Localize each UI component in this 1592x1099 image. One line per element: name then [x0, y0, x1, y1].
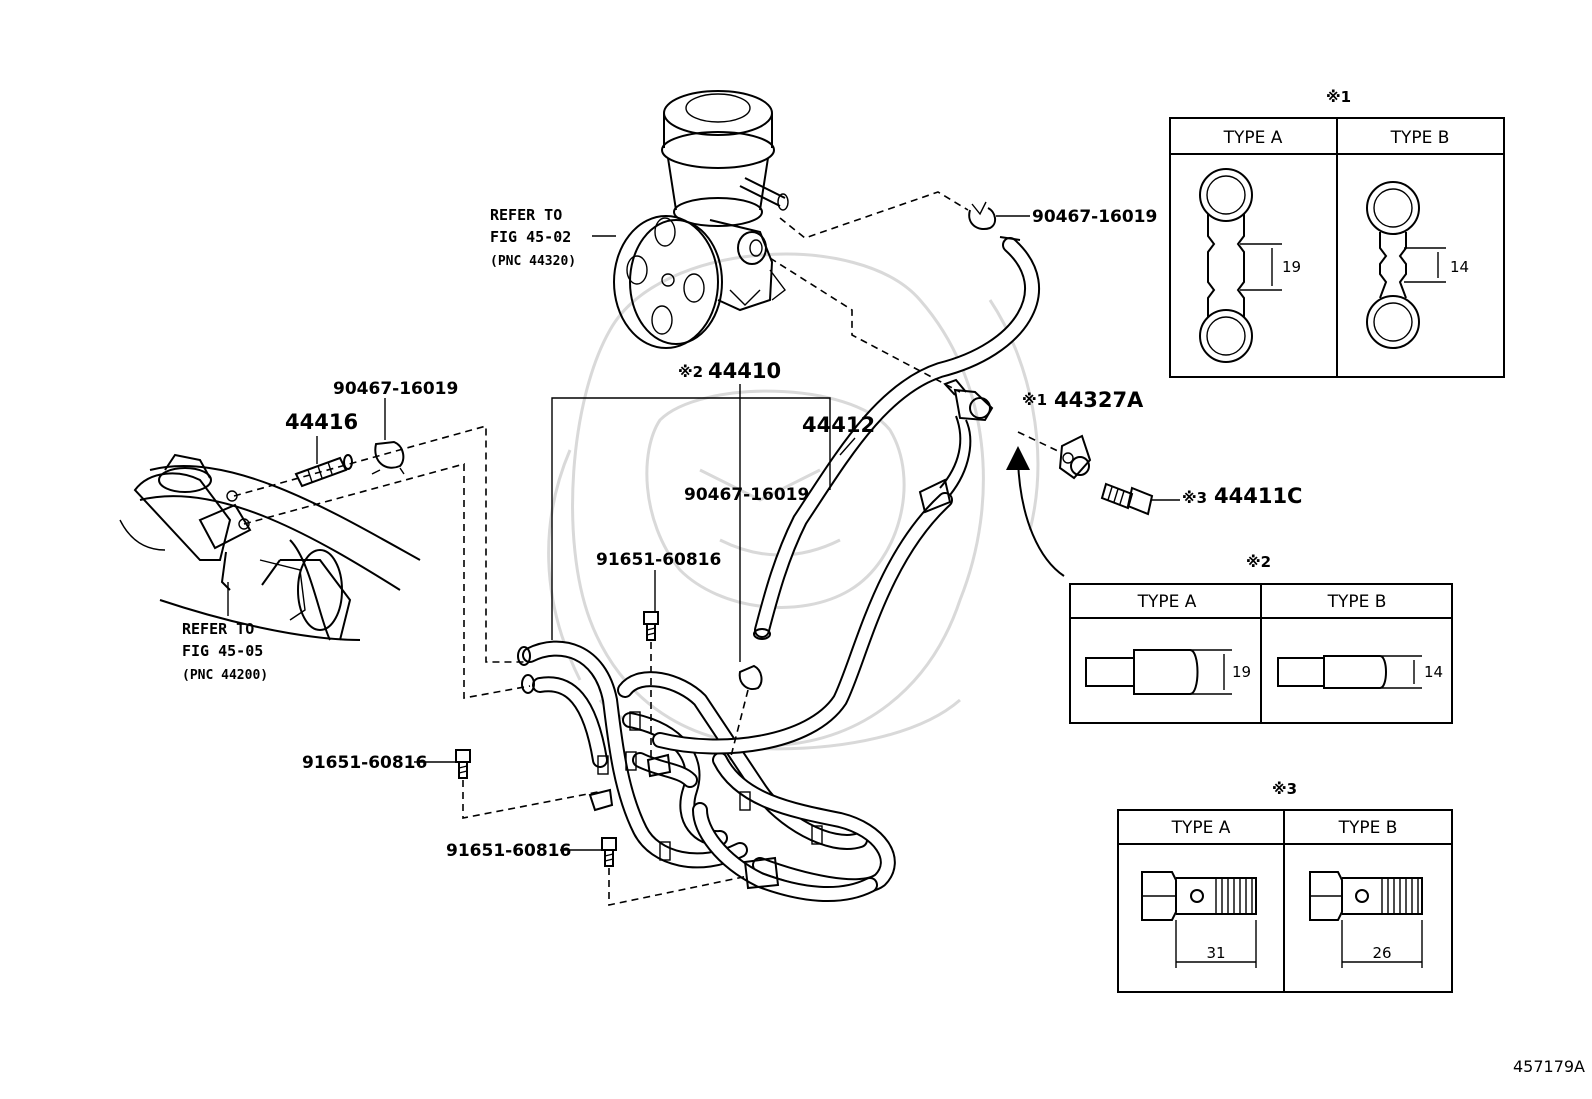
gear-refer-line3: (PNC 44200) [182, 668, 268, 683]
label-44410: 44410 [708, 359, 781, 383]
hose-clamp-top [968, 201, 996, 230]
return-pipe-cooler [517, 640, 896, 902]
inset1-dim-a: 19 [1282, 258, 1301, 276]
inset1-mark: ※1 [1326, 88, 1351, 106]
solid-leader-lines [227, 215, 1180, 851]
steering-gear-assembly [119, 453, 421, 641]
inset3-type-a: TYPE A [1171, 818, 1231, 838]
pump-refer-line1: REFER TO [490, 206, 562, 224]
vane-pump-assembly [613, 90, 789, 349]
union-fitting [294, 454, 353, 488]
inset2-type-b: TYPE B [1327, 592, 1387, 612]
inset2-dim-b: 14 [1424, 663, 1443, 681]
inset3-dim-a: 31 [1206, 944, 1225, 962]
label-44411c: 44411C [1214, 484, 1302, 508]
label-44327a-mark: ※1 [1022, 391, 1047, 409]
inset-hose-types: ※2 TYPE A TYPE B 19 14 [1069, 553, 1453, 724]
inset2-dim-a: 19 [1232, 663, 1251, 681]
gear-refer-line2: FIG 45-05 [182, 642, 263, 660]
inset1-dim-b: 14 [1450, 258, 1469, 276]
inset3-dim-b: 26 [1372, 944, 1391, 962]
inset3-mark: ※3 [1272, 780, 1297, 798]
label-91651-a: 91651-60816 [596, 550, 721, 570]
inset2-mark: ※2 [1246, 553, 1271, 571]
pump-refer-line3: (PNC 44320) [490, 254, 576, 269]
label-90467-mid: 90467-16019 [684, 485, 809, 505]
hose-clamp-mid [738, 664, 763, 690]
label-90467-top: 90467-16019 [1032, 207, 1157, 227]
bolt-b [455, 749, 471, 779]
label-44416: 44416 [285, 410, 358, 434]
bolt-a [643, 611, 659, 641]
bolt-c [601, 837, 617, 867]
label-90467-left: 90467-16019 [333, 379, 458, 399]
label-91651-b: 91651-60816 [302, 753, 427, 773]
label-44411c-mark: ※3 [1182, 489, 1207, 507]
pump-refer-line2: FIG 45-02 [490, 228, 571, 246]
inset2-type-a: TYPE A [1137, 592, 1197, 612]
inset3-type-b: TYPE B [1338, 818, 1398, 838]
figure-code: 457179A [1513, 1057, 1585, 1076]
label-91651-c: 91651-60816 [446, 841, 571, 861]
label-44327a: 44327A [1054, 388, 1144, 412]
clip-44327a [1058, 434, 1092, 480]
gear-refer-line1: REFER TO [182, 620, 254, 638]
inset-clip-types: ※1 TYPE A TYPE B 19 14 [1169, 88, 1505, 378]
reservoir-hose [753, 236, 1040, 640]
union-bolt-44411c [1100, 482, 1154, 516]
inset1-type-a: TYPE A [1223, 128, 1283, 148]
label-44410-mark: ※2 [678, 363, 703, 381]
hose-clamp-left [371, 440, 405, 475]
dashed-leader-lines [233, 191, 1061, 906]
pressure-hose [652, 378, 994, 755]
inset-bolt-types: ※3 TYPE A TYPE B 31 26 [1117, 780, 1453, 993]
label-44412: 44412 [802, 413, 875, 437]
inset1-type-b: TYPE B [1390, 128, 1450, 148]
